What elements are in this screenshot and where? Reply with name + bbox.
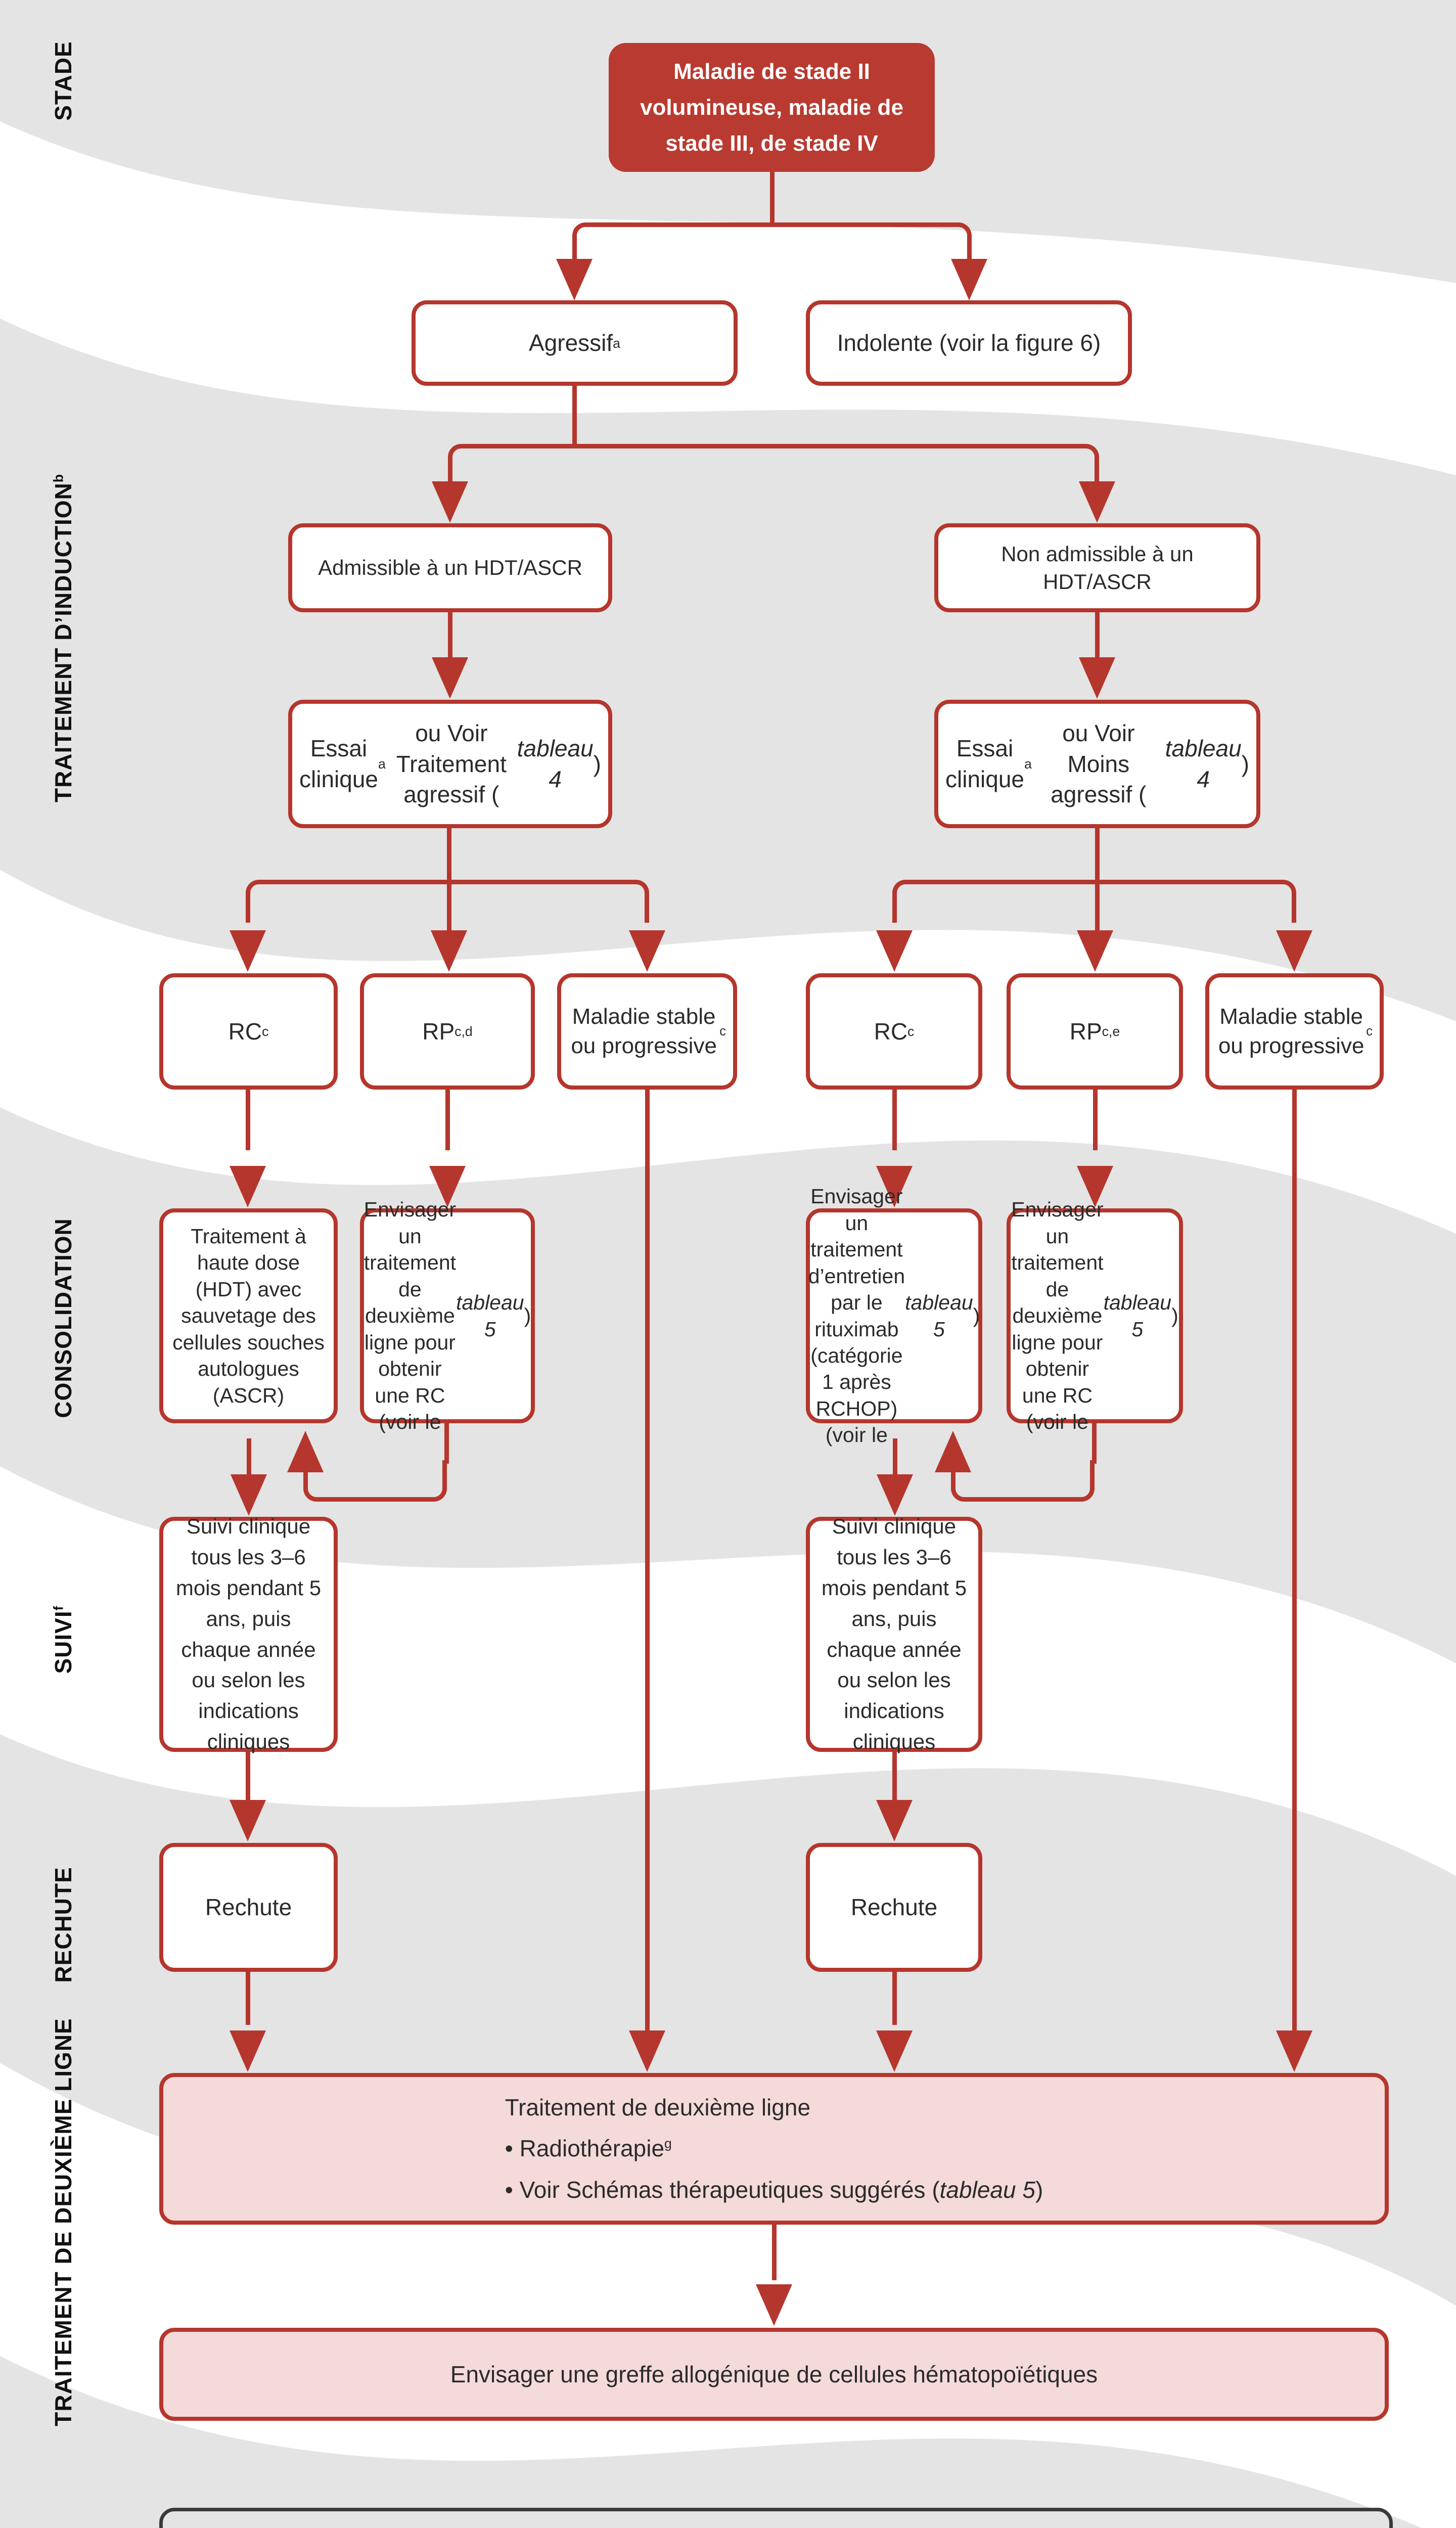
arrow-down-to-rc-right	[876, 930, 913, 972]
arrow-down-to-suivi-right	[877, 1474, 913, 1516]
connector-eligibility-branch	[448, 444, 1099, 483]
consolidation-second-line-right-box: Envisager un traitement de deuxième lign…	[1007, 1198, 1183, 1433]
arrow-down-to-rp-left	[431, 930, 467, 972]
connector-suivi-left-stem	[246, 1752, 250, 1802]
connector-rp-right-stem	[1093, 1090, 1098, 1150]
arrow-down-to-indolente	[951, 259, 987, 300]
connector-ms-right-long	[1292, 1090, 1297, 2033]
arrow-down-to-ms-left	[629, 930, 665, 972]
second-line-box: Traitement de deuxième ligne • Radiothér…	[159, 2073, 1389, 2225]
connector-hdt-to-suivi	[247, 1438, 251, 1476]
phase-label-consolidation: CONSOLIDATION	[50, 1218, 76, 1418]
connector-second-line-right-drop	[1092, 1423, 1097, 1464]
consolidation-hdt-box: Traitement à haute dose (HDT) avec sauve…	[159, 1208, 338, 1423]
arrow-up-to-rituximab	[935, 1431, 971, 1472]
arrow-down-to-rc-left	[230, 930, 266, 972]
connector-response-right-branch	[892, 880, 1296, 923]
arrow-down-to-admissible	[432, 481, 468, 523]
phase-label-rechute: RECHUTE	[50, 1867, 76, 1983]
connector-rc-left-stem	[246, 1090, 250, 1150]
arrow-up-to-hdt	[287, 1431, 324, 1472]
connector-agressif-stem	[572, 386, 577, 445]
connector-rp-left-stem	[445, 1090, 450, 1150]
arrow-down-to-agressif	[556, 259, 593, 300]
phase-label-stade: STADE	[50, 41, 76, 121]
connector-rituximab-to-suivi	[893, 1438, 897, 1476]
connector-rechute-right-stem	[892, 1972, 897, 2025]
connector-response-left-branch	[246, 880, 649, 923]
non-admissible-box: Non admissible à un HDT/ASCR	[934, 523, 1260, 612]
consolidation-second-line-left-box: Envisager un traitement de deuxième lign…	[360, 1198, 535, 1433]
arrow-down-to-rechute-right	[876, 1800, 913, 1841]
suivi-left-box: Suivi clinique tous les 3–6 mois pendant…	[159, 1514, 338, 1753]
note-box: Envisager une prophylaxie pour un syndro…	[159, 2508, 1393, 2528]
indolente-box: Indolente (voir la figure 6)	[806, 300, 1132, 386]
suivi-right-box: Suivi clinique tous les 3–6 mois pendant…	[806, 1514, 982, 1753]
arrow-down-to-rituximab	[876, 1166, 913, 1207]
arrow-down-to-ms-right	[1276, 930, 1312, 972]
rechute-right-box: Rechute	[806, 1843, 982, 1972]
arrow-down-to-induction-left	[432, 657, 468, 699]
connector-rechute-left-stem	[246, 1972, 250, 2025]
second-line-bullet1: • Radiothérapieg	[505, 2135, 672, 2162]
connector-rc-right-stem	[892, 1090, 897, 1150]
connector-ms-left-long	[645, 1090, 650, 2033]
phase-label-deuxieme-ligne: TRAITEMENT DE DEUXIÈME LIGNE	[50, 2018, 76, 2426]
second-line-title: Traitement de deuxième ligne	[505, 2094, 811, 2120]
arrow-down-rechute-right-to-second-line	[876, 2030, 913, 2072]
arrow-down-to-consolidation-hdt	[230, 1166, 266, 1207]
connector-histology-branch	[572, 222, 972, 263]
consolidation-rituximab-box: Envisager un traitement d’entretien par …	[806, 1185, 982, 1447]
connector-admissible-stem	[448, 612, 452, 663]
admissible-box: Admissible à un HDT/ASCR	[288, 523, 612, 612]
arrow-down-rechute-left-to-second-line	[230, 2030, 266, 2072]
stage-box: Maladie de stade II volumineuse, maladie…	[609, 43, 935, 172]
phase-label-induction: TRAITEMENT D’INDUCTIONb	[50, 473, 76, 803]
arrow-down-to-allo-greffe	[756, 2284, 792, 2326]
connector-second-line-stem	[772, 2225, 777, 2280]
arrow-down-to-suivi-left	[231, 1474, 267, 1516]
connector-stage-stem	[770, 172, 775, 222]
second-line-bullet2: • Voir Schémas thérapeutiques suggérés (…	[505, 2176, 1043, 2203]
second-line-content: Traitement de deuxième ligne • Radiothér…	[505, 2081, 1043, 2217]
arrow-down-to-induction-right	[1079, 657, 1115, 699]
arrow-down-to-non-admissible	[1079, 481, 1115, 523]
phase-label-suivi: SUIVIf	[50, 1605, 76, 1674]
connector-loop-left	[303, 1460, 447, 1502]
connector-loop-right	[951, 1460, 1095, 1502]
arrow-down-to-second-line-right	[1077, 1166, 1113, 1207]
arrow-down-ms-left-to-second-line	[629, 2030, 665, 2072]
connector-suivi-right-stem	[892, 1752, 897, 1802]
allo-greffe-box: Envisager une greffe allogénique de cell…	[159, 2328, 1389, 2421]
connector-non-admissible-stem	[1095, 612, 1100, 663]
arrow-down-to-rechute-left	[230, 1800, 266, 1841]
connector-second-line-left-drop	[444, 1423, 449, 1464]
arrow-down-to-rp-right	[1077, 930, 1113, 972]
rechute-left-box: Rechute	[159, 1843, 338, 1972]
arrow-down-ms-right-to-second-line	[1276, 2030, 1312, 2072]
arrow-down-to-second-line-left	[429, 1166, 466, 1207]
